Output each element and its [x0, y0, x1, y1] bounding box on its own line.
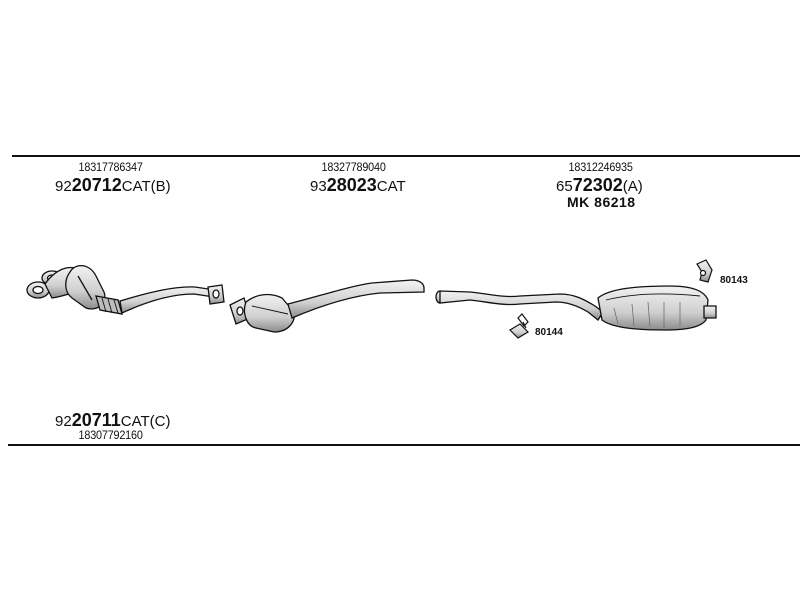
part-number-front-cat-alt: 9220711CAT(C)	[55, 411, 170, 431]
part-number-rear-muffler: 6572302(A)	[556, 176, 643, 196]
part-prefix: 93	[310, 178, 327, 195]
part-suffix: (A)	[622, 178, 643, 195]
part-main-number: 72302	[572, 175, 623, 195]
top-divider-line	[12, 155, 800, 157]
part-main-number: 20712	[71, 175, 122, 195]
part-main-number: 28023	[326, 175, 377, 195]
front-catalytic-converter	[26, 265, 225, 315]
part-number-middle-cat: 9328023CAT	[310, 176, 406, 196]
oe-number-front-cat: 18317786347	[78, 160, 143, 174]
part-prefix: 92	[55, 178, 72, 195]
hanger-80144	[509, 313, 529, 339]
rear-muffler-assembly	[435, 285, 717, 331]
hardware-label-80143: 80143	[720, 275, 748, 286]
oe-number-rear-muffler: 18312246935	[568, 160, 633, 174]
part-suffix: CAT(C)	[120, 413, 171, 430]
part-prefix: 92	[55, 413, 72, 430]
hardware-label-80144: 80144	[535, 327, 563, 338]
mounting-kit-label: MK 86218	[567, 194, 636, 210]
part-number-front-cat: 9220712CAT(B)	[55, 176, 171, 196]
middle-catalytic-converter	[229, 279, 425, 333]
part-main-number: 20711	[71, 410, 121, 430]
oe-number-front-cat-alt: 18307792160	[78, 428, 143, 442]
part-prefix: 65	[556, 178, 573, 195]
bottom-divider-line	[8, 444, 800, 446]
part-suffix: CAT(B)	[121, 178, 171, 195]
oe-number-middle-cat: 18327789040	[321, 160, 386, 174]
clamp-80143	[696, 259, 713, 283]
part-suffix: CAT	[376, 178, 406, 195]
